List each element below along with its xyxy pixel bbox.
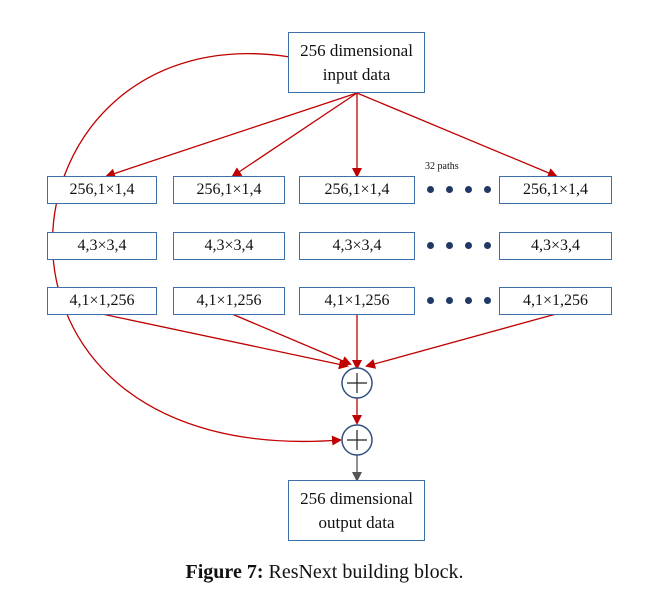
output-data-box: 256 dimensional output data — [288, 480, 425, 541]
sum-node-2 — [341, 424, 373, 456]
path-4-layer-3-box: 4,1×1,256 — [499, 287, 612, 315]
figure-caption: Figure 7: ResNext building block. — [0, 561, 649, 584]
path-2-layer-1-box: 256,1×1,4 — [173, 176, 285, 204]
arrow-path-2-to-sum — [231, 313, 352, 366]
path-3-layer-3-box: 4,1×1,256 — [299, 287, 415, 315]
arrow-input-to-path-1 — [105, 92, 358, 179]
paths-count-label: 32 paths — [425, 161, 459, 172]
arrow-path-4-to-sum — [365, 313, 557, 369]
path-2-layer-2-box: 4,3×3,4 — [173, 232, 285, 260]
path-3-layer-2-box: 4,3×3,4 — [299, 232, 415, 260]
path-4-layer-2-box: 4,3×3,4 — [499, 232, 612, 260]
input-data-line2: input data — [322, 64, 391, 84]
path-3-layer-1-box: 256,1×1,4 — [299, 176, 415, 204]
output-data-line2: output data — [318, 512, 395, 532]
path-1-layer-3-box: 4,1×1,256 — [47, 287, 157, 315]
path-1-layer-1-box: 256,1×1,4 — [47, 176, 157, 204]
figure-caption-label: Figure 7: — [185, 561, 264, 583]
sum-node-1: + — [341, 367, 373, 399]
path-2-layer-3-box: 4,1×1,256 — [173, 287, 285, 315]
output-data-line1: 256 dimensional — [300, 488, 413, 508]
arrow-path-1-to-sum — [101, 313, 349, 370]
arrow-input-to-path-4 — [356, 92, 558, 178]
path-1-layer-2-box: 4,3×3,4 — [47, 232, 157, 260]
input-data-line1: 256 dimensional — [300, 40, 413, 60]
figure-caption-text: ResNext building block. — [263, 561, 464, 583]
path-4-layer-1-box: 256,1×1,4 — [499, 176, 612, 204]
input-data-box: 256 dimensional input data — [288, 32, 425, 93]
arrow-input-to-path-2 — [231, 92, 358, 178]
